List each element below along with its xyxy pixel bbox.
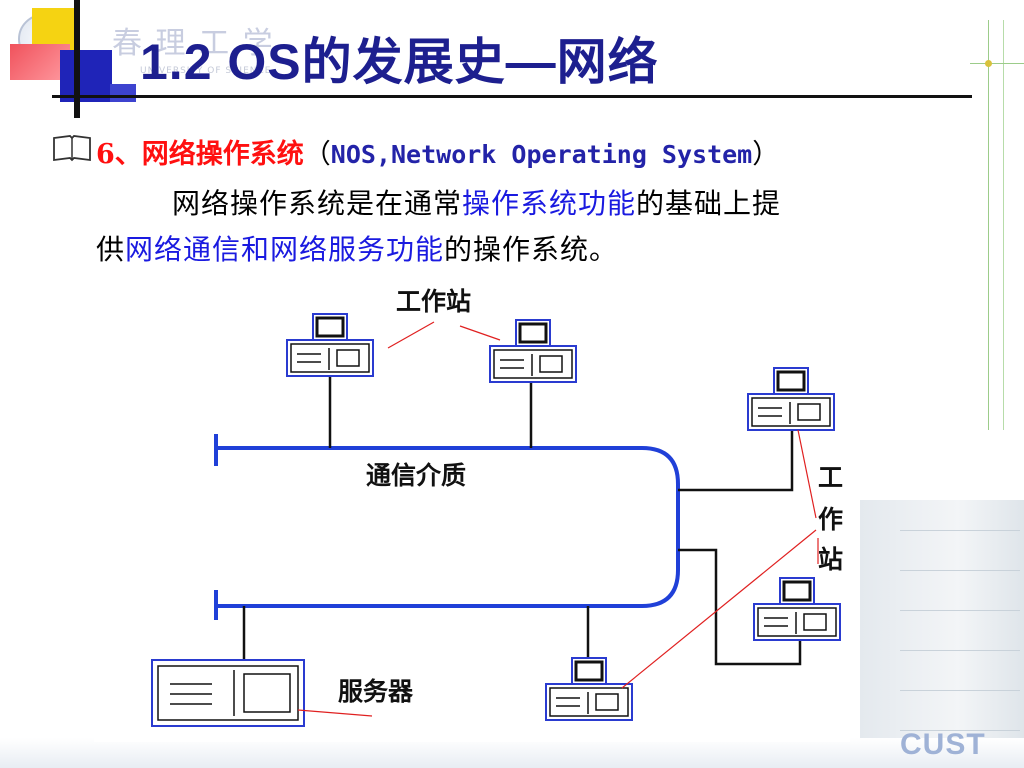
paragraph-highlight: 操作系统功能	[462, 187, 637, 220]
decorative-square-yellow	[32, 8, 74, 50]
paragraph-text: 的操作系统。	[444, 233, 619, 266]
workstation-1	[285, 312, 375, 378]
decorative-square-blue-small	[110, 84, 136, 102]
heading-english-term: NOS,Network Operating System	[330, 140, 753, 169]
label-workstation-right: 作	[818, 505, 844, 534]
label-workstation-right: 工	[818, 463, 844, 492]
heading-paren-open: （	[303, 139, 331, 170]
pointer-line	[387, 321, 435, 349]
bottom-gradient-band	[0, 738, 1024, 768]
server-icon	[151, 659, 305, 727]
workstation-5	[544, 656, 634, 722]
title-underline	[52, 95, 972, 98]
paragraph-text: 供	[96, 233, 126, 266]
pointer-line	[797, 429, 817, 519]
decorative-square-blue	[60, 50, 112, 102]
workstation-3	[746, 366, 836, 432]
decorative-line	[970, 63, 1024, 64]
label-server: 服务器	[338, 677, 414, 706]
workstation-4	[752, 576, 842, 642]
pointer-line	[297, 709, 373, 717]
pointer-line	[459, 325, 501, 341]
heading-number: 6、	[96, 139, 142, 170]
university-watermark-english: UNIVERSITY OF SCIENCE	[140, 66, 272, 76]
decorative-line	[1003, 20, 1004, 430]
paragraph-line-1: 网络操作系统是在通常操作系统功能的基础上提	[172, 182, 781, 222]
section-heading: 6、网络操作系统（NOS,Network Operating System）	[96, 132, 779, 171]
decorative-bar-vertical	[74, 0, 80, 118]
label-workstation-top: 工作站	[396, 287, 472, 316]
heading-term: 网络操作系统	[141, 139, 304, 170]
paragraph-line-2: 供网络通信和网络服务功能的操作系统。	[96, 228, 618, 268]
cust-logo: CUST	[900, 728, 986, 761]
label-communication-medium: 通信介质	[366, 461, 467, 490]
paragraph-text: 的基础上提	[636, 187, 782, 220]
network-diagram: 工作站 通信介质 工 作 站 服务器	[94, 268, 850, 742]
page-title: 1.2 OS的发展史—网络	[140, 34, 659, 90]
book-icon	[53, 135, 91, 162]
network-bus	[216, 446, 680, 608]
drop-line-ws4	[678, 548, 802, 666]
label-workstation-right: 站	[818, 545, 844, 574]
drop-line-ws3	[678, 428, 794, 492]
pointer-line	[621, 529, 817, 689]
workstation-2	[488, 318, 578, 384]
decorative-line	[988, 20, 989, 430]
paragraph-highlight: 网络通信和网络服务功能	[125, 233, 445, 266]
university-watermark: 春 理 工 学	[112, 26, 275, 61]
heading-paren-close: ）	[752, 139, 780, 170]
network-diagram-canvas	[151, 312, 842, 727]
decorative-dot	[985, 60, 992, 67]
background-building-image	[860, 500, 1024, 768]
paragraph-text: 网络操作系统是在通常	[172, 187, 463, 220]
